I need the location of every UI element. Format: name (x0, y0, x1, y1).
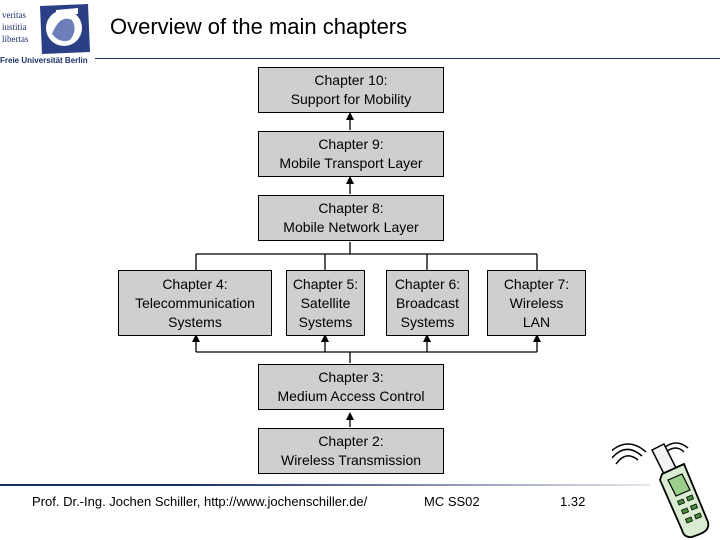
chapter-4-number: Chapter 4: (162, 275, 228, 292)
chapter-2-box: Chapter 2: Wireless Transmission (258, 428, 444, 474)
chapter-5-title-1: Satellite (300, 294, 351, 311)
chapter-4-box: Chapter 4: Telecommunication Systems (118, 270, 272, 336)
chapter-9-title: Mobile Transport Layer (279, 155, 423, 171)
chapter-8-title: Mobile Network Layer (283, 219, 419, 235)
chapter-3-title: Medium Access Control (277, 388, 425, 404)
chapter-3-box: Chapter 3: Medium Access Control (258, 364, 444, 410)
logo-motto-2: iustitia (2, 22, 27, 32)
chapter-8-number: Chapter 8: (318, 200, 384, 216)
logo-motto-3: libertas (2, 34, 29, 44)
chapter-10-title: Support for Mobility (290, 91, 412, 107)
chapter-9-number: Chapter 9: (318, 136, 384, 152)
page-title: Overview of the main chapters (110, 14, 408, 39)
university-seal-icon (0, 0, 95, 56)
chapter-5-box: Chapter 5: Satellite Systems (286, 270, 365, 336)
chapter-7-title-2: LAN (522, 313, 551, 330)
logo-motto-1: veritas (2, 10, 26, 20)
chapter-6-number: Chapter 6: (394, 275, 461, 292)
chapter-4-title-2: Systems (168, 313, 222, 330)
footer-page-number: 1.32 (560, 494, 586, 509)
chapter-7-title-1: Wireless (509, 294, 564, 311)
chapter-9-box: Chapter 9: Mobile Transport Layer (258, 131, 444, 177)
chapter-7-number: Chapter 7: (503, 275, 570, 292)
chapter-6-title-2: Systems (400, 313, 455, 330)
footer-course: MC SS02 (424, 494, 480, 509)
chapter-4-title-1: Telecommunication (135, 294, 255, 311)
mobile-phone-icon (612, 442, 710, 538)
chapter-6-box: Chapter 6: Broadcast Systems (386, 270, 469, 336)
footer-divider (0, 484, 650, 486)
chapter-6-title-1: Broadcast (395, 294, 460, 311)
chapter-5-number: Chapter 5: (292, 275, 359, 292)
chapter-8-box: Chapter 8: Mobile Network Layer (258, 195, 444, 241)
chapter-10-number: Chapter 10: (314, 72, 388, 88)
chapter-7-box: Chapter 7: Wireless LAN (487, 270, 586, 336)
chapter-10-box: Chapter 10: Support for Mobility (258, 67, 444, 113)
chapter-3-number: Chapter 3: (318, 369, 384, 385)
logo-caption: Freie Universität Berlin (0, 56, 88, 65)
university-logo: veritas iustitia libertas Freie Universi… (0, 0, 95, 70)
chapter-2-title: Wireless Transmission (280, 452, 422, 468)
footer-author: Prof. Dr.-Ing. Jochen Schiller, http://w… (32, 494, 368, 509)
chapter-5-title-2: Systems (298, 313, 353, 330)
header-divider (95, 58, 720, 59)
chapter-2-number: Chapter 2: (318, 433, 384, 449)
